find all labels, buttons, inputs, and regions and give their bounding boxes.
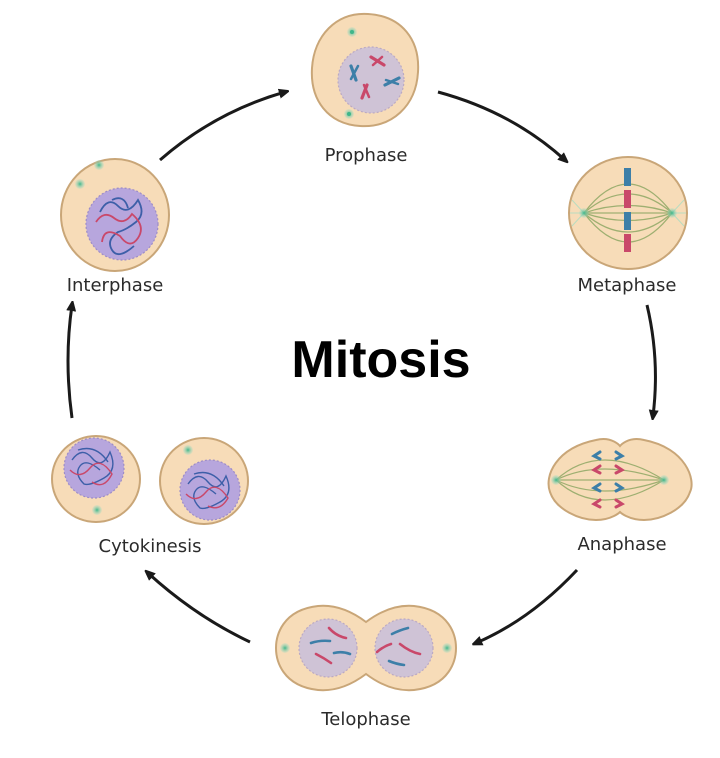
anaphase-cell xyxy=(547,438,693,522)
diagram-title: Mitosis xyxy=(291,331,471,389)
centrosome-icon xyxy=(551,475,561,485)
centrosome-icon xyxy=(94,160,104,170)
arrow-telophase-to-cytokinesis xyxy=(148,573,251,644)
centrosome-icon xyxy=(75,179,85,189)
arrow-interphase-to-prophase xyxy=(159,92,285,162)
prophase-cell xyxy=(310,12,420,128)
centrosome-icon xyxy=(442,643,452,653)
telophase-cell xyxy=(274,604,458,692)
stage-label-anaphase: Anaphase xyxy=(577,534,667,555)
metaphase-cell xyxy=(568,156,688,270)
cytokinesis-cell-right xyxy=(159,437,249,525)
stage-label-metaphase: Metaphase xyxy=(577,275,677,296)
centrosome-icon xyxy=(659,475,669,485)
cytokinesis-cell-left xyxy=(51,435,141,523)
centrosome-icon xyxy=(344,109,354,119)
centrosome-icon xyxy=(183,445,193,455)
arrow-anaphase-to-telophase xyxy=(476,568,579,643)
centrosome-icon xyxy=(347,27,357,37)
centrosome-icon xyxy=(579,208,589,218)
arrow-cytokinesis-to-interphase xyxy=(68,305,72,419)
stage-label-prophase: Prophase xyxy=(324,145,408,166)
interphase-cell xyxy=(60,158,170,272)
stage-label-telophase: Telophase xyxy=(321,709,411,730)
centrosome-icon xyxy=(92,505,102,515)
stage-label-interphase: Interphase xyxy=(66,275,164,296)
stage-label-cytokinesis: Cytokinesis xyxy=(98,536,202,557)
centrosome-icon xyxy=(280,643,290,653)
centrosome-icon xyxy=(667,208,677,218)
arrow-metaphase-to-anaphase xyxy=(645,304,655,416)
arrow-prophase-to-metaphase xyxy=(437,90,565,160)
